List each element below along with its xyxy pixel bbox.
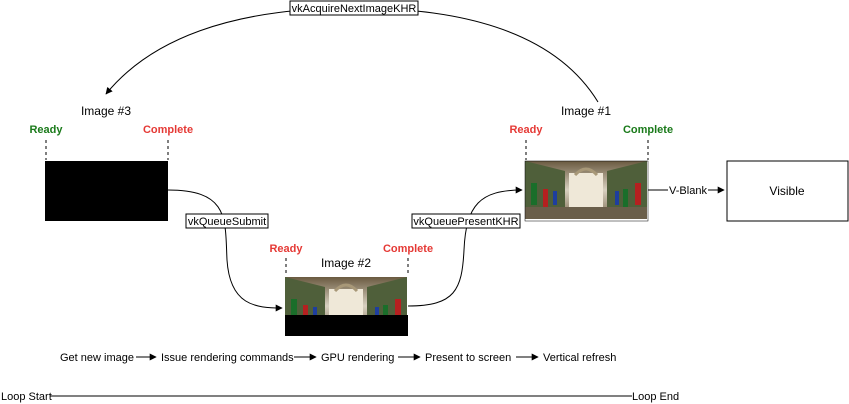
loop-start-label: Loop Start bbox=[1, 391, 52, 403]
image2-ready: Ready bbox=[269, 243, 303, 255]
present-curve bbox=[407, 186, 523, 307]
image1-ready: Ready bbox=[509, 124, 543, 136]
acquire-label-box bbox=[289, 0, 419, 16]
stage-get-new-image: Get new image bbox=[60, 352, 134, 364]
rendered-scene-image-1 bbox=[523, 159, 649, 221]
submit-label: vkQueueSubmit bbox=[188, 216, 266, 228]
vblank-label: V-Blank bbox=[669, 185, 707, 197]
black-image bbox=[45, 161, 168, 221]
image3-title: Image #3 bbox=[81, 104, 131, 118]
image1-complete: Complete bbox=[623, 124, 673, 136]
loop-end-label: Loop End bbox=[632, 391, 679, 403]
acquire-arc bbox=[105, 7, 599, 103]
stage-vertical-refresh: Vertical refresh bbox=[543, 352, 616, 364]
visible-label: Visible bbox=[769, 184, 804, 198]
submit-label-box bbox=[185, 213, 269, 229]
stage-issue-rendering: Issue rendering commands bbox=[161, 352, 294, 364]
submit-curve bbox=[167, 189, 283, 312]
present-label: vkQueuePresentKHR bbox=[413, 216, 518, 228]
image3-ready: Ready bbox=[29, 124, 63, 136]
present-label-box bbox=[411, 213, 521, 229]
stage-present: Present to screen bbox=[425, 352, 511, 364]
stage-gpu-rendering: GPU rendering bbox=[321, 352, 394, 364]
acquire-label: vkAcquireNextImageKHR bbox=[292, 3, 417, 15]
image2-title: Image #2 bbox=[321, 256, 371, 270]
image1-title: Image #1 bbox=[561, 104, 611, 118]
visible-box bbox=[726, 160, 849, 222]
image3-complete: Complete bbox=[143, 124, 193, 136]
image2-complete: Complete bbox=[383, 243, 433, 255]
